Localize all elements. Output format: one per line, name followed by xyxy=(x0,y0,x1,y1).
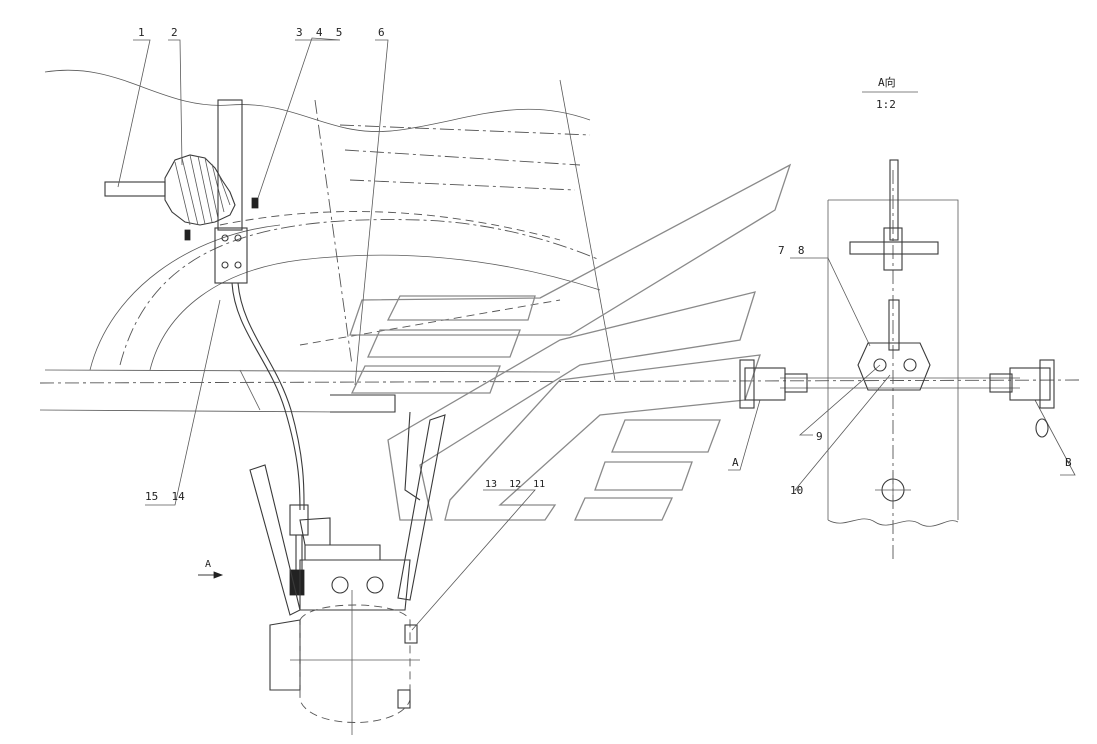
view-title: A向 xyxy=(878,75,896,89)
callout-9: 9 xyxy=(816,430,823,443)
cab-outline xyxy=(39,69,1081,413)
callout-7-8: 7 8 xyxy=(778,244,805,257)
view-scale: 1:2 xyxy=(876,98,896,111)
logo-watermark xyxy=(349,163,792,521)
transmission-housing xyxy=(249,394,446,735)
callout-2: 2 xyxy=(171,26,178,39)
leader-lines xyxy=(117,37,1076,631)
callout-b: B xyxy=(1065,456,1072,469)
callout-a: A xyxy=(732,456,739,469)
callout-3-4-5: 3 4 5 xyxy=(296,26,342,39)
callout-13-12-11: 13 12 11 xyxy=(485,479,545,490)
callout-1: 1 xyxy=(138,26,145,39)
view-a xyxy=(739,91,1055,560)
shift-lever-assembly xyxy=(104,99,305,511)
callout-10: 10 xyxy=(790,484,803,497)
callout-15-14: 15 14 xyxy=(145,490,185,503)
view-arrow-label: A xyxy=(205,559,211,570)
callout-6: 6 xyxy=(378,26,385,39)
view-arrow xyxy=(198,571,224,579)
